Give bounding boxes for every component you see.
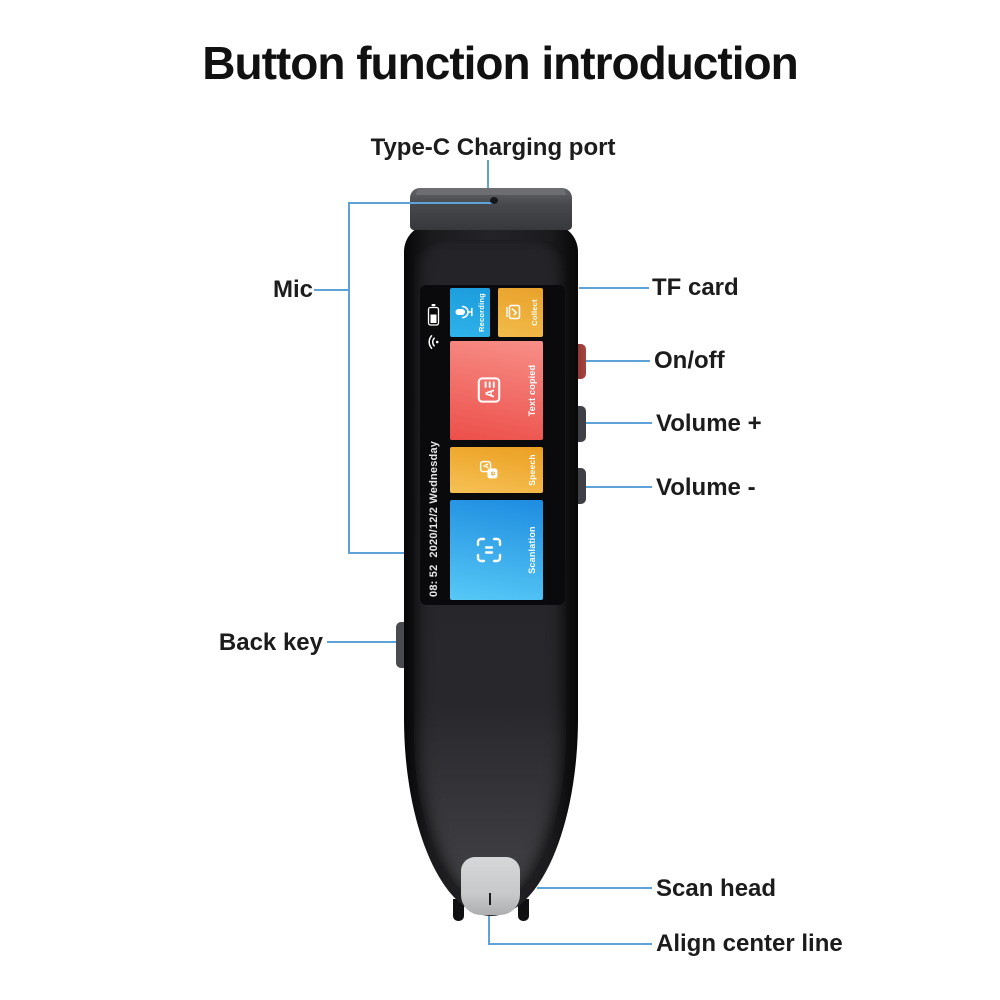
callout-line-mic-bottom (349, 552, 406, 554)
mic-hole (490, 197, 498, 204)
microphone-icon (455, 306, 473, 319)
label-align-center-line: Align center line (656, 930, 843, 957)
label-volume-down: Volume - (656, 474, 756, 501)
translate-icon: A e (479, 460, 497, 479)
label-on-off: On/off (654, 347, 725, 374)
callout-line-on-off (584, 360, 650, 362)
tile-label: Text copied (527, 364, 537, 417)
tile-label: Collect (530, 299, 539, 326)
label-scan-head: Scan head (656, 875, 777, 902)
scan-head (461, 857, 520, 915)
tile-label: Recording (477, 293, 486, 332)
tile-scanlation[interactable]: Scanlation (450, 500, 543, 600)
time-text: 08: 52 (427, 564, 440, 597)
screen: 08: 52 2020/12/2 Wednesday (420, 285, 565, 605)
label-type-c-charging-port: Type-C Charging port (370, 134, 616, 161)
callout-line-mic-top (349, 202, 495, 204)
callout-line-type-c (487, 160, 489, 188)
label-tf-card: TF card (652, 274, 739, 301)
tile-label: Speech (527, 454, 537, 486)
callout-line-scan-head (537, 887, 652, 889)
label-back-key: Back key (218, 629, 323, 656)
callout-line-tf-card (579, 287, 649, 289)
pen-top-cap (410, 188, 572, 230)
callout-line-volume-down (584, 486, 652, 488)
cap-bevel (416, 188, 566, 195)
callout-line-align-horizontal (488, 943, 652, 945)
callout-line-mic-bracket (348, 202, 350, 554)
battery-icon (427, 304, 440, 326)
status-bar: 08: 52 2020/12/2 Wednesday (420, 291, 447, 597)
scan-frame-icon (476, 537, 501, 563)
tip-prong-left (453, 899, 464, 921)
tile-collect[interactable]: Collect (498, 288, 543, 337)
callout-line-back-key (327, 641, 400, 643)
collect-check-icon (506, 305, 521, 320)
page-title: Button function introduction (202, 37, 798, 89)
svg-text:e: e (487, 471, 496, 476)
label-mic: Mic (272, 276, 313, 303)
align-center-mark (489, 893, 491, 905)
date-text: 2020/12/2 Wednesday (427, 440, 440, 558)
text-document-icon: A (477, 377, 500, 404)
tile-text-copied[interactable]: A Text copied (450, 341, 543, 440)
svg-text:A: A (481, 463, 490, 469)
tip-prong-right (518, 899, 529, 921)
screen-content: 08: 52 2020/12/2 Wednesday (420, 285, 565, 605)
wifi-icon (428, 335, 439, 349)
callout-line-mic-label (314, 289, 349, 291)
callout-line-volume-up (584, 422, 652, 424)
tile-label: Scanlation (527, 526, 537, 574)
tile-recording[interactable]: Recording (450, 288, 490, 337)
callout-line-align-vertical (488, 905, 490, 945)
svg-text:A: A (483, 389, 497, 398)
label-volume-up: Volume + (656, 410, 762, 437)
tile-speech[interactable]: A e Speech (450, 447, 543, 493)
clock: 08: 52 2020/12/2 Wednesday (428, 441, 440, 597)
